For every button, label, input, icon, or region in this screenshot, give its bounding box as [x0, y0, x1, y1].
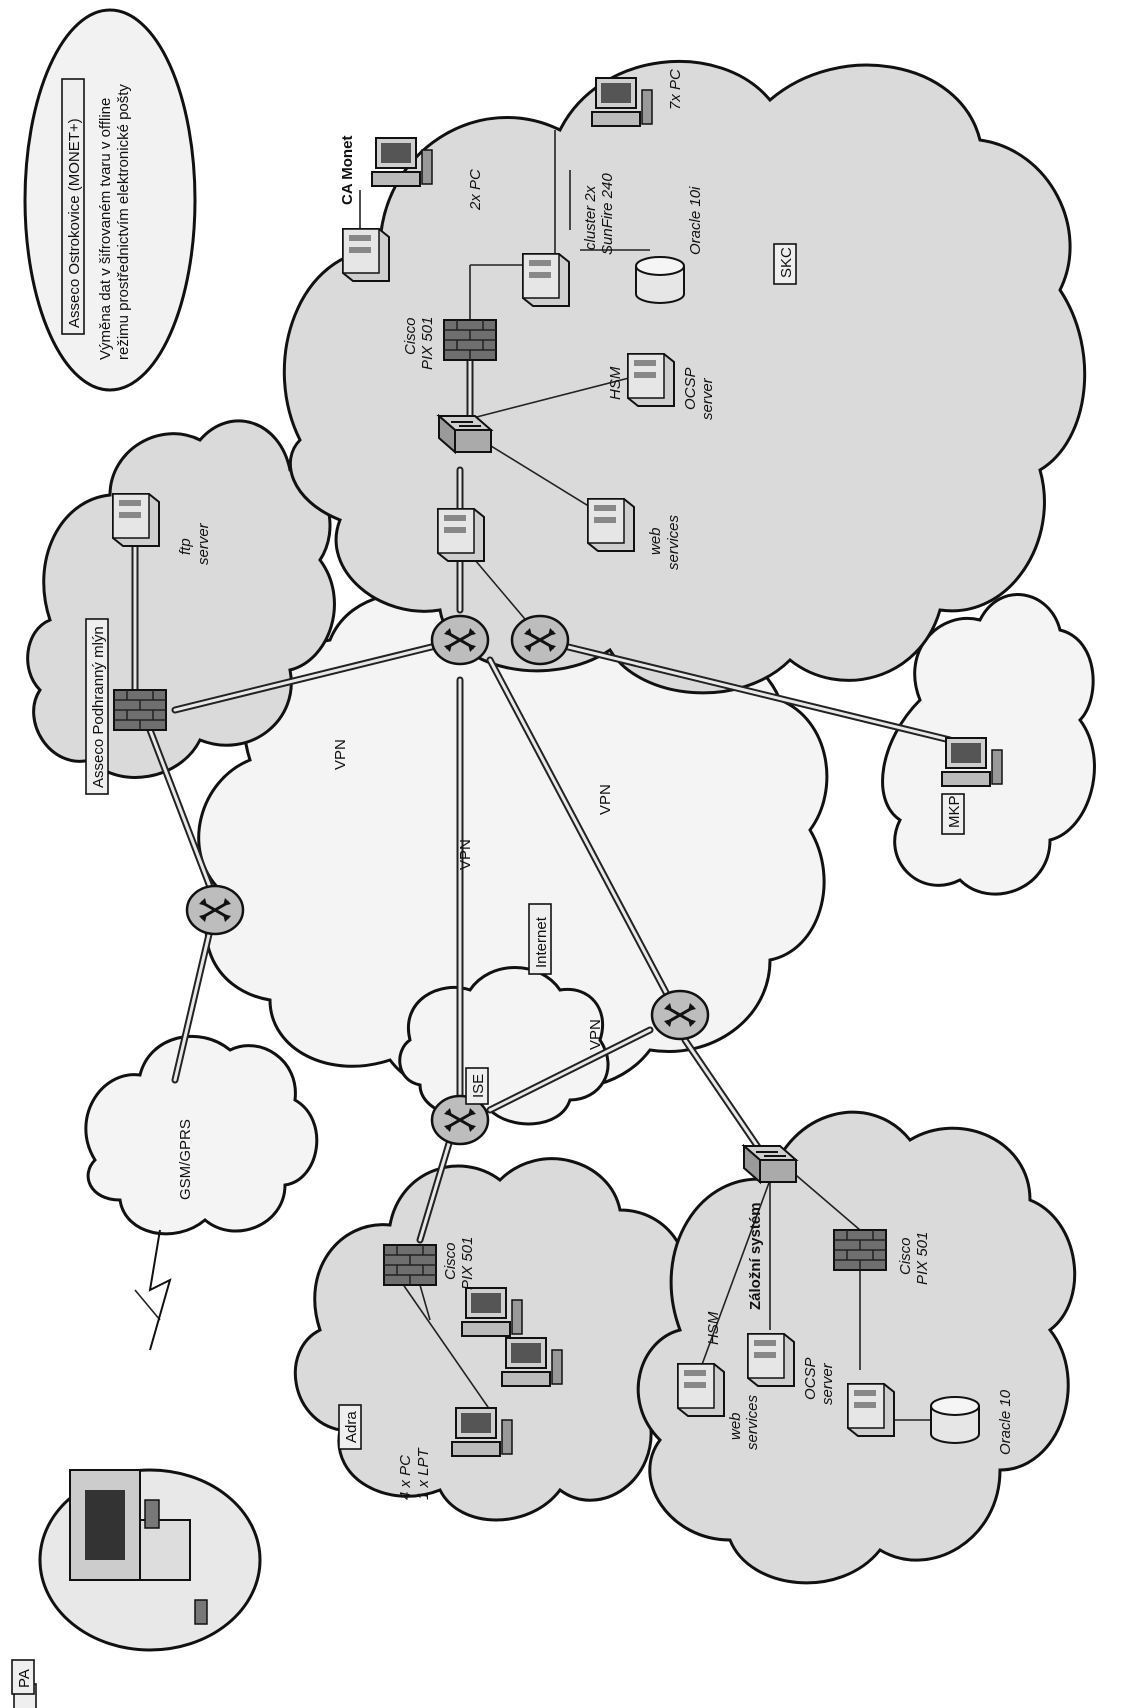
server-skc-cluster-icon — [522, 253, 570, 307]
z-hsm-label: HSM — [705, 1311, 722, 1345]
router-skc-icon — [430, 614, 490, 666]
adra-cloud — [293, 1157, 703, 1522]
db-z-icon — [930, 1396, 980, 1444]
vpn-bottom-label: VPN — [587, 1019, 604, 1050]
devices — [69, 77, 1003, 1625]
skc-cluster-label-1: cluster 2x — [582, 185, 599, 250]
server-skc-front-icon — [437, 508, 485, 562]
legend-title: Asseco Ostrokovice (MONET+) — [66, 118, 83, 328]
server-z-web-icon — [677, 1363, 725, 1417]
ftp-label-1: ftp — [177, 538, 194, 555]
mkp-label: MKP — [946, 795, 963, 828]
ise-label: ISE — [470, 1074, 487, 1098]
skc-2pc-label: 2x PC — [467, 169, 484, 211]
db-skc-icon — [635, 256, 685, 304]
pa-label: PA — [16, 1669, 33, 1688]
z-ocsp-label-2: server — [819, 1362, 836, 1405]
z-web-label-2: services — [744, 1394, 761, 1450]
z-web-label-1: web — [727, 1412, 744, 1440]
legend-title-box — [61, 78, 85, 335]
server-ftp-icon — [112, 493, 160, 547]
adra-pc-label-1: 4 x PC — [397, 1455, 414, 1500]
pc-skc-2pc-icon — [371, 137, 433, 187]
building-icon — [69, 1469, 191, 1581]
z-pix-label-2: PIX 501 — [914, 1232, 931, 1285]
gsm-cloud — [84, 1034, 319, 1236]
adra-label: Adra — [343, 1411, 360, 1443]
z-ocsp-label-1: OCSP — [802, 1357, 819, 1400]
skc-oracle-label: Oracle 10i — [687, 186, 704, 255]
router-right-icon — [650, 989, 710, 1041]
skc-web-label-1: web — [647, 527, 664, 555]
server-skc-ca-icon — [342, 228, 390, 282]
vpn-left-label: VPN — [332, 739, 349, 770]
z-oracle-label: Oracle 10 — [997, 1389, 1014, 1455]
vpn-right-label: VPN — [597, 784, 614, 815]
z-pix-label-1: Cisco — [897, 1237, 914, 1275]
vpn-mid-label: VPN — [457, 839, 474, 870]
legend-line2: režimu prostřednictvím elektronické pošt… — [115, 84, 132, 360]
server-z-oracle-icon — [847, 1383, 895, 1437]
firewall-adra-icon — [383, 1244, 437, 1286]
router-skc2-icon — [510, 614, 570, 666]
adra-pix-label-1: Cisco — [442, 1242, 459, 1280]
ftp-label-2: server — [195, 522, 212, 565]
server-skc-hsm-icon — [627, 353, 675, 407]
legend-line1: Výměna dat v šifrovaném tvaru v offline — [97, 98, 114, 360]
mkp-cloud — [881, 593, 1096, 896]
podhrany-label: Asseco Podhranný mlýn — [90, 626, 107, 788]
adra-pc-label-2: 1 x LPT — [415, 1446, 432, 1500]
skc-pix-label-2: PIX 501 — [419, 317, 436, 370]
adra-pix-label-2: PIX 501 — [459, 1237, 476, 1290]
skc-label: SKC — [778, 247, 795, 278]
skc-cluster-label-2: SunFire 240 — [599, 173, 616, 255]
firewall-skc-icon — [443, 319, 497, 361]
skc-ocsp-label-1: OCSP — [682, 367, 699, 410]
internet-label: Internet — [533, 916, 550, 968]
skc-web-label-2: services — [665, 514, 682, 570]
firewall-podhrany-icon — [113, 689, 167, 731]
gsm-label: GSM/GPRS — [177, 1119, 194, 1200]
router-podhrany-icon — [185, 884, 245, 936]
zalozni-label: Záložní systém — [747, 1202, 764, 1310]
skc-ca-label: CA Monet — [339, 136, 356, 205]
skc-7pc-label: 7x PC — [667, 69, 684, 110]
mobile-phone-icon — [144, 1499, 208, 1625]
server-z-ocsp-icon — [747, 1333, 795, 1387]
firewall-zalozni-icon — [833, 1229, 887, 1271]
skc-pix-label-1: Cisco — [402, 317, 419, 355]
ise-cloud — [398, 966, 610, 1126]
zalozni-cloud — [636, 1110, 1077, 1585]
server-skc-web-icon — [587, 498, 635, 552]
skc-ocsp-label-2: server — [699, 377, 716, 420]
skc-hsm-label: HSM — [607, 366, 624, 400]
